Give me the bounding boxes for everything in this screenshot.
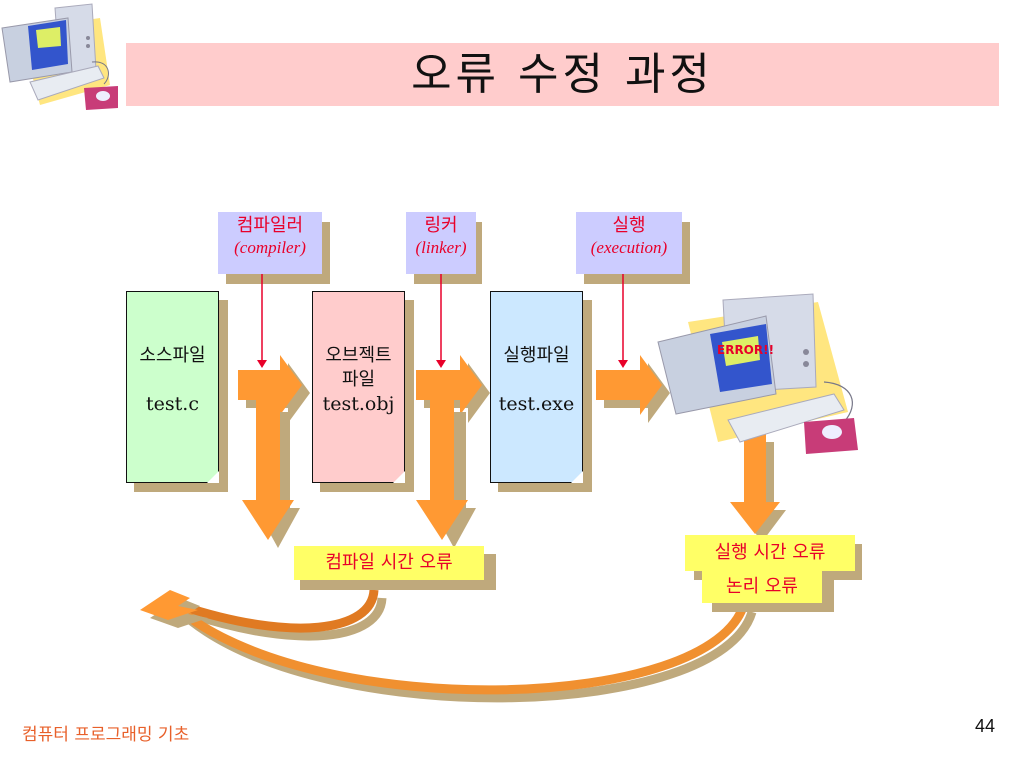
compiler-pointer-arrow <box>257 274 267 368</box>
object-file-name: test.obj <box>322 393 395 415</box>
runtime-error-label: 실행 시간 오류 <box>685 535 855 571</box>
execution-label: 실행 (execution) <box>576 212 682 274</box>
computer-clipart-icon <box>1 3 118 110</box>
page-number: 44 <box>975 716 996 736</box>
source-file-doc: 소스파일 test.c <box>126 291 219 483</box>
execute-flow-arrow <box>596 355 670 423</box>
page-fold-icon <box>571 471 583 483</box>
linker-label-korean: 링커 <box>424 215 458 236</box>
page-fold-icon <box>393 471 405 483</box>
runtime-error-down-arrow <box>730 432 786 542</box>
object-file-label-line1: 오브젝트 <box>325 345 392 366</box>
compile-error-return-arrow <box>180 589 387 641</box>
executable-file-doc: 실행파일 test.exe <box>490 291 583 483</box>
compiler-label: 컴파일러 (compiler) <box>218 212 322 274</box>
error-screen-text: ERROR!! <box>717 343 775 357</box>
object-file-label-line2: 파일 <box>341 369 376 390</box>
execution-label-english: (execution) <box>590 238 668 257</box>
linker-label: 링커 (linker) <box>406 212 476 274</box>
course-footer: 컴퓨터 프로그래밍 기초 <box>22 725 190 745</box>
executable-file-name: test.exe <box>498 393 575 415</box>
runtime-error-return-arrow <box>179 602 757 703</box>
return-arrowhead <box>140 590 208 628</box>
title-banner <box>126 43 999 106</box>
error-computer-icon <box>657 293 858 454</box>
compiler-label-english: (compiler) <box>234 238 306 257</box>
logic-error-label: 논리 오류 <box>702 571 822 603</box>
compiler-label-korean: 컴파일러 <box>236 215 304 236</box>
linker-label-english: (linker) <box>415 238 467 257</box>
execution-pointer-arrow <box>618 274 628 368</box>
compile-error-down-arrow-2 <box>416 400 476 548</box>
compile-time-error-label: 컴파일 시간 오류 <box>294 546 484 580</box>
executable-file-label: 실행파일 <box>503 345 570 366</box>
compile-error-down-arrow-1 <box>242 400 300 548</box>
source-file-name: test.c <box>146 393 199 415</box>
object-file-doc: 오브젝트 파일 test.obj <box>312 291 405 483</box>
linker-pointer-arrow <box>436 274 446 368</box>
slide-title: 오류 수정 과정 <box>411 49 714 100</box>
source-file-label: 소스파일 <box>139 345 206 366</box>
execution-label-korean: 실행 <box>612 215 646 236</box>
page-fold-icon <box>207 471 219 483</box>
